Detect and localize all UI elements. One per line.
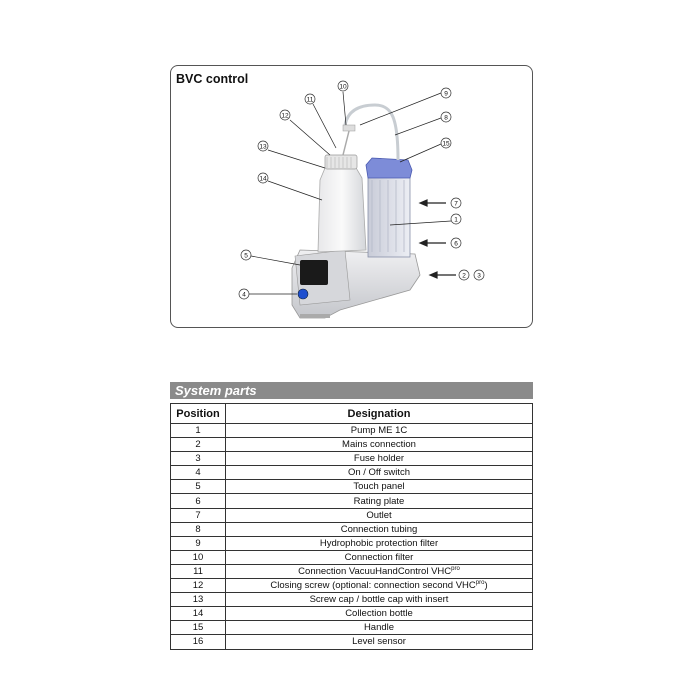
figure-title: BVC control: [176, 72, 249, 86]
callout-3: 3: [477, 272, 481, 279]
callout-12: 12: [281, 112, 289, 119]
cell-designation: Touch panel: [225, 479, 533, 495]
table-row: 12 Closing screw (optional: connection se…: [170, 578, 533, 594]
cell-designation: Fuse holder: [225, 451, 533, 467]
cell-designation: Connection filter: [225, 549, 533, 565]
callout-14: 14: [259, 175, 267, 182]
cell-designation: Mains connection: [225, 437, 533, 453]
callout-8: 8: [444, 114, 448, 121]
cell-position: 1: [170, 422, 226, 439]
superscript: pro: [475, 579, 485, 586]
cell-designation: Collection bottle: [225, 606, 533, 622]
designation-text: Connection VacuuHandControl VHC: [298, 565, 452, 577]
cell-position: 15: [170, 620, 226, 636]
cell-position: 16: [170, 634, 226, 650]
cell-position: 2: [170, 437, 226, 453]
cell-designation: Screw cap / bottle cap with insert: [225, 592, 533, 608]
cell-position: 5: [170, 479, 226, 495]
handle: [365, 157, 413, 179]
touch-panel: [300, 260, 328, 285]
cell-position: 11: [170, 563, 226, 580]
cell-position: 3: [170, 451, 226, 467]
cell-designation: Connection tubing: [225, 521, 533, 537]
callout-11: 11: [307, 96, 314, 103]
designation-text: Closing screw (optional: connection seco…: [270, 580, 476, 592]
callout-1: 1: [454, 216, 458, 223]
power-switch: [297, 288, 309, 300]
callout-4: 4: [242, 291, 246, 298]
callout-7: 7: [454, 200, 458, 207]
designation-suffix: ): [484, 580, 488, 592]
callout-6: 6: [454, 240, 458, 247]
device-illustration: 10 9 11 12 8 13 15 14 7 1 6 5 2 3 4: [238, 80, 485, 319]
cell-position: 4: [170, 465, 226, 481]
cell-designation: Outlet: [225, 507, 533, 523]
cell-designation: Closing screw (optional: connection seco…: [225, 578, 533, 594]
callout-15: 15: [442, 140, 450, 147]
cell-position: 10: [170, 549, 226, 565]
cell-position: 6: [170, 493, 226, 509]
cell-designation: Connection VacuuHandControl VHCpro: [225, 563, 533, 580]
cell-designation: Level sensor: [225, 634, 533, 650]
callout-5: 5: [244, 252, 248, 259]
cell-designation: Handle: [225, 620, 533, 636]
callout-10: 10: [339, 83, 347, 90]
superscript: pro: [451, 565, 460, 572]
cell-position: 9: [170, 535, 226, 551]
cell-position: 7: [170, 507, 226, 523]
cell-designation: Pump ME 1C: [225, 422, 533, 439]
callout-9: 9: [444, 90, 448, 97]
table-title: System parts: [175, 383, 257, 398]
table-title-bar: System parts: [170, 382, 533, 399]
cell-designation: Hydrophobic protection filter: [225, 535, 533, 551]
cell-position: 12: [170, 578, 226, 594]
collection-bottle: [317, 165, 367, 253]
cell-position: 8: [170, 521, 226, 537]
callout-13: 13: [259, 143, 267, 150]
cell-designation: Rating plate: [225, 493, 533, 509]
callout-markers: 10 9 11 12 8 13 15 14 7 1 6 5 2 3 4: [238, 80, 485, 300]
cell-position: 14: [170, 606, 226, 622]
header-position: Position: [170, 403, 226, 424]
header-designation: Designation: [225, 403, 533, 424]
table-header-row: Position Designation: [170, 403, 533, 424]
cell-designation: On / Off switch: [225, 465, 533, 481]
cell-position: 13: [170, 592, 226, 608]
callout-2: 2: [462, 272, 466, 279]
